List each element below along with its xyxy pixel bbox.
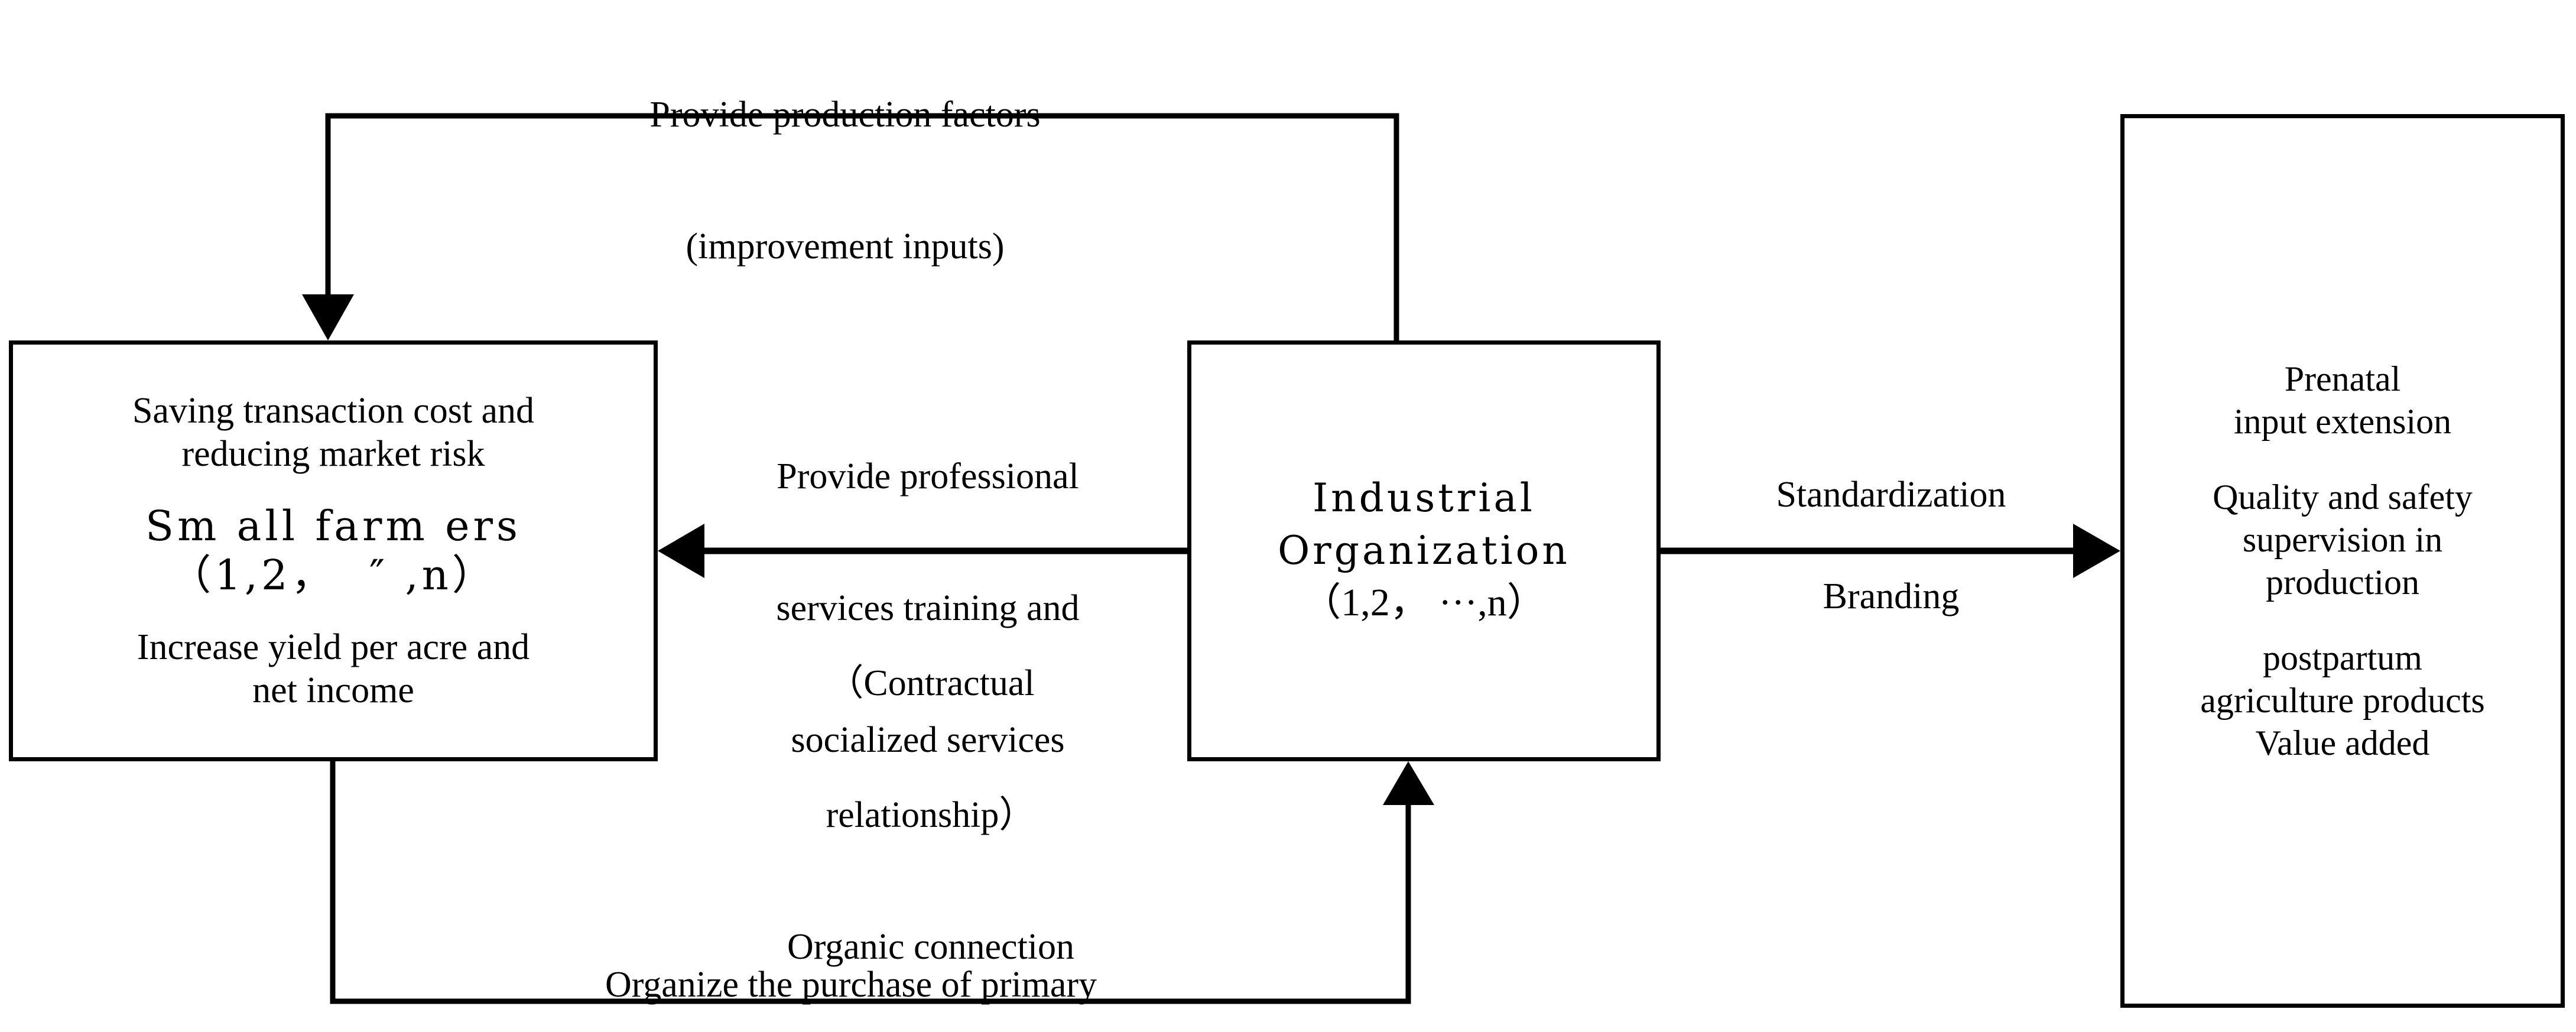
small-farmers-index: （1,2， ″ ,n） <box>170 551 497 599</box>
edge-label-line-1: Organize the purchase of primary <box>605 964 1097 1005</box>
edge-provide-production-factors <box>302 113 1399 340</box>
value-chain-postpartum-line-1: postpartum <box>2263 638 2422 677</box>
value-chain-production-line-1: Quality and safety <box>2213 478 2473 517</box>
arrowhead-up <box>1383 761 1434 805</box>
value-chain-production-line-3: production <box>2266 563 2419 602</box>
edge-label-line-2: (improvement inputs) <box>686 226 1005 267</box>
value-chain-prenatal-line-1: Prenatal <box>2284 359 2401 398</box>
edge-label-provide-production-factors: Provide production factors (improvement … <box>597 5 1093 356</box>
value-chain-postpartum-line-3: Value added <box>2255 723 2430 762</box>
industrial-organization-title-line-2: Organization <box>1278 527 1570 573</box>
industrial-organization-title-line-1: Industrial <box>1313 475 1535 521</box>
edge-label-line-3: Organic connection <box>787 927 1075 968</box>
edge-label-branding: Branding <box>1823 576 1960 616</box>
value-chain-prenatal-line-2: input extension <box>2233 402 2452 441</box>
edge-label-line-1: （Contractual <box>827 663 1035 703</box>
edge-label-contractual-relationship: （Contractual relationship） Organic conne… <box>724 573 1138 1032</box>
edge-label-line-1: Provide production factors <box>649 94 1041 135</box>
edge-label-organize-purchase: Organize the purchase of primary agricul… <box>532 875 1170 1032</box>
small-farmers-benefit-top-line-2: reducing market risk <box>181 434 485 475</box>
edge-label-provide-services: Provide professional services training a… <box>697 366 1158 850</box>
edge-provide-services <box>658 524 1187 578</box>
value-chain-production-line-2: supervision in <box>2242 520 2443 559</box>
node-industrial-organization[interactable]: Industrial Organization （1,2， ···,n） <box>1187 340 1661 761</box>
small-farmers-benefit-bottom-line-1: Increase yield per acre and <box>137 627 530 667</box>
arrowhead-left <box>658 524 704 578</box>
small-farmers-benefit-bottom-line-2: net income <box>252 670 414 710</box>
value-chain-postpartum-line-2: agriculture products <box>2200 681 2485 720</box>
edge-label-line-2: services training and <box>776 588 1080 628</box>
arrowhead-right <box>2073 524 2120 578</box>
edge-label-line-1: Provide professional <box>777 456 1079 496</box>
edge-label-standardization: Standardization <box>1776 475 2006 515</box>
edge-label-line-2: relationship） <box>826 794 1036 835</box>
industrial-organization-index: （1,2， ···,n） <box>1302 581 1546 625</box>
small-farmers-benefit-top-line-1: Saving transaction cost and <box>132 391 535 431</box>
small-farmers-title: Sm all farm ers <box>145 502 521 551</box>
arrowhead-down <box>302 294 354 340</box>
node-small-farmers[interactable]: Saving transaction cost and reducing mar… <box>9 340 658 761</box>
edge-label-line-3: socialized services <box>791 720 1065 761</box>
node-value-chain[interactable]: Prenatal input extension Quality and saf… <box>2120 114 2565 1008</box>
edge-standardization-branding <box>1661 524 2120 578</box>
edge-organize-purchase <box>330 761 1434 1004</box>
